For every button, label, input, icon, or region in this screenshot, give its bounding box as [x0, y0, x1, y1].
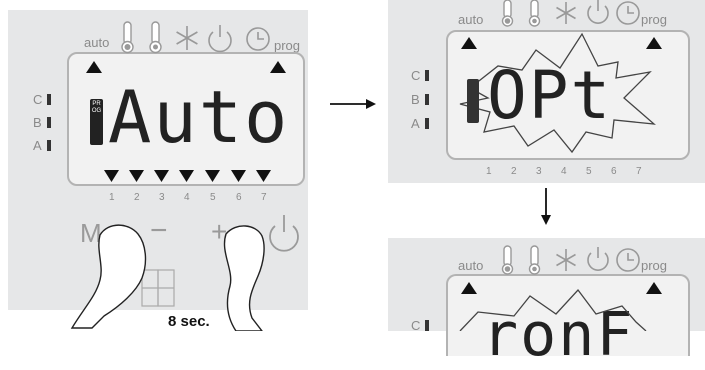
side-label-c: C [33, 92, 52, 107]
arrow-up-icon [86, 61, 102, 73]
prog-tag: PROG [90, 99, 103, 145]
day-number: 5 [210, 192, 216, 203]
day-number: 6 [236, 192, 242, 203]
auto-label: auto [84, 35, 110, 50]
power-icon [587, 0, 609, 24]
clock-icon [616, 248, 640, 272]
snowflake-icon [176, 26, 198, 50]
day-number: 6 [611, 166, 617, 177]
arrow-up-icon [646, 282, 662, 294]
thermometer-icon [528, 245, 541, 275]
snowflake-icon [556, 2, 576, 24]
day-number: 2 [134, 192, 140, 203]
option-lcd [446, 30, 690, 160]
prog-tag-icon [467, 79, 479, 123]
option-display-text: OPt [487, 57, 613, 134]
auto-label: auto [458, 12, 484, 27]
thermometer-icon [121, 21, 134, 54]
day-marker-icon [129, 170, 144, 182]
clock-icon [616, 1, 640, 25]
thermometer-icon [528, 0, 541, 27]
auto-label: auto [458, 258, 484, 273]
hand-icon [70, 224, 147, 329]
day-marker-icon [256, 170, 271, 182]
day-number: 3 [536, 166, 542, 177]
clock-icon [246, 27, 270, 51]
side-label-c: C [411, 318, 430, 333]
side-label-b: B [33, 115, 51, 130]
power-icon [208, 25, 232, 53]
hold-time-caption: 8 sec. [168, 313, 210, 330]
snowflake-icon [556, 249, 576, 271]
diagram-graphics [70, 0, 662, 331]
thermometer-icon [149, 21, 162, 54]
side-label-a: A [33, 138, 51, 153]
side-label-c: C [411, 68, 430, 83]
day-marker-icon [154, 170, 169, 182]
arrow-right-icon [330, 99, 376, 109]
arrow-up-icon [270, 61, 286, 73]
arrow-down-icon [541, 188, 551, 225]
grid-icon [141, 269, 175, 307]
day-number: 7 [636, 166, 642, 177]
minus-button[interactable]: − [150, 214, 168, 247]
thermometer-icon [501, 0, 514, 27]
day-marker-icon [231, 170, 246, 182]
plus-button[interactable]: + [211, 216, 228, 247]
power-button-icon[interactable] [269, 215, 299, 252]
side-label-a: A [411, 116, 429, 131]
arrow-up-icon [461, 282, 477, 294]
day-number: 4 [561, 166, 567, 177]
side-label-b: B [411, 92, 429, 107]
day-number: 3 [159, 192, 165, 203]
day-marker-icon [205, 170, 220, 182]
main-lcd [67, 52, 305, 186]
main-display-text: Auto [108, 75, 290, 159]
day-number: 4 [184, 192, 190, 203]
day-marker-icon [179, 170, 194, 182]
day-number: 5 [586, 166, 592, 177]
arrow-up-icon [646, 37, 662, 49]
arrow-up-icon [461, 37, 477, 49]
day-number: 2 [511, 166, 517, 177]
day-number: 1 [486, 166, 492, 177]
prog-label: prog [274, 38, 301, 53]
prog-label: prog [641, 258, 668, 273]
hand-icon [223, 225, 265, 331]
flash-burst-icon [459, 32, 656, 154]
day-number: 7 [261, 192, 267, 203]
day-number: 1 [109, 192, 115, 203]
prog-label: prog [641, 12, 668, 27]
flash-burst-icon [459, 288, 647, 331]
day-markers [104, 170, 271, 182]
day-marker-icon [104, 170, 119, 182]
power-icon [587, 247, 609, 271]
mode-button[interactable]: M [80, 218, 102, 248]
thermometer-icon [501, 245, 514, 275]
